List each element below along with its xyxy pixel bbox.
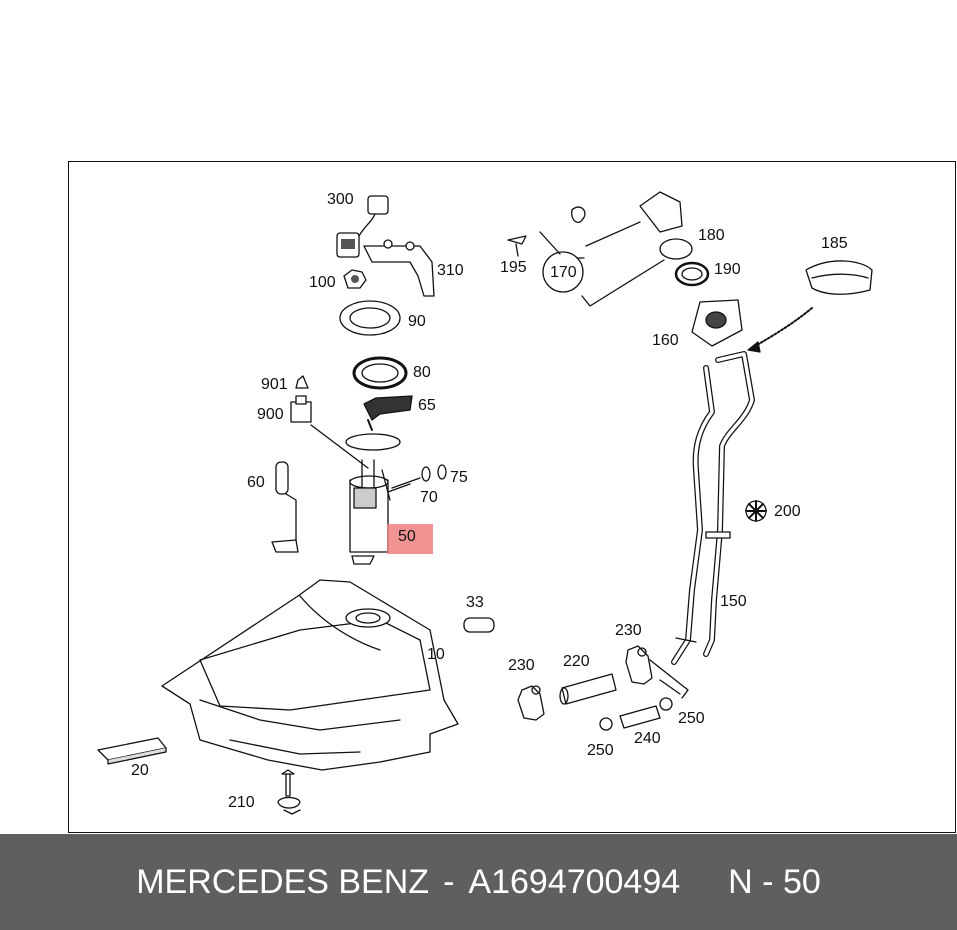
label-200[interactable]: 200 xyxy=(774,503,801,520)
sensor-900-drawing xyxy=(290,375,369,469)
seal-80-drawing xyxy=(352,356,408,390)
label-250-left[interactable]: 250 xyxy=(587,742,614,759)
label-300[interactable]: 300 xyxy=(327,191,354,208)
pipe-150-drawing xyxy=(671,351,755,665)
bolt-210-drawing xyxy=(277,769,301,815)
connector-65-drawing xyxy=(363,395,413,431)
sleeve-33-drawing xyxy=(463,617,495,633)
label-230-right[interactable]: 230 xyxy=(615,622,642,639)
footer-dash: - xyxy=(443,862,455,901)
label-10[interactable]: 10 xyxy=(427,646,445,663)
footer-bar: MERCEDES BENZ - A1694700494 N - 50 xyxy=(0,834,957,930)
label-75[interactable]: 75 xyxy=(450,469,468,486)
label-60[interactable]: 60 xyxy=(247,474,265,491)
hose-240-drawing xyxy=(599,697,673,731)
arrow-drawing xyxy=(747,307,813,353)
footer-part-number: A1694700494 xyxy=(468,862,681,901)
pump-50-drawing xyxy=(345,433,421,565)
label-65[interactable]: 65 xyxy=(418,397,436,414)
label-230-left[interactable]: 230 xyxy=(508,657,535,674)
label-170[interactable]: 170 xyxy=(550,264,577,281)
label-240[interactable]: 240 xyxy=(634,730,661,747)
footer-brand: MERCEDES BENZ xyxy=(136,862,430,901)
housing-160-drawing xyxy=(691,299,743,347)
clamp-230-left-drawing xyxy=(517,685,545,721)
highlight-box xyxy=(387,524,433,554)
pad-20-drawing xyxy=(97,737,167,765)
cap-200-drawing xyxy=(745,500,767,522)
nut-100-drawing xyxy=(343,269,367,289)
label-20[interactable]: 20 xyxy=(131,762,149,779)
label-90[interactable]: 90 xyxy=(408,313,426,330)
tank-10-drawing xyxy=(161,579,459,771)
label-220[interactable]: 220 xyxy=(563,653,590,670)
footer-ref: N - 50 xyxy=(728,862,821,901)
label-80[interactable]: 80 xyxy=(413,364,431,381)
clamp-230-right-drawing xyxy=(625,645,653,685)
rings-180-190-drawing xyxy=(659,238,710,287)
bracket-310-drawing xyxy=(363,239,435,297)
cap-170-drawing xyxy=(539,191,683,307)
label-leaders xyxy=(387,483,411,493)
label-210[interactable]: 210 xyxy=(228,794,255,811)
label-185[interactable]: 185 xyxy=(821,235,848,252)
label-50[interactable]: 50 xyxy=(398,528,416,545)
hose-220-drawing xyxy=(559,673,617,705)
leader-lines xyxy=(649,637,697,699)
label-150[interactable]: 150 xyxy=(720,593,747,610)
label-70[interactable]: 70 xyxy=(420,489,438,506)
label-250-right[interactable]: 250 xyxy=(678,710,705,727)
label-160[interactable]: 160 xyxy=(652,332,679,349)
clip-195-drawing xyxy=(507,235,527,257)
label-900[interactable]: 900 xyxy=(257,406,284,423)
label-100[interactable]: 100 xyxy=(309,274,336,291)
label-33[interactable]: 33 xyxy=(466,594,484,611)
shell-185-drawing xyxy=(805,260,873,295)
label-310[interactable]: 310 xyxy=(437,262,464,279)
label-190[interactable]: 190 xyxy=(714,261,741,278)
washers-drawing xyxy=(421,464,447,482)
harness-300-drawing xyxy=(336,195,389,258)
label-195[interactable]: 195 xyxy=(500,259,527,276)
label-901[interactable]: 901 xyxy=(261,376,288,393)
ring-90-drawing xyxy=(339,300,401,336)
sensor-60-drawing xyxy=(271,461,299,553)
label-180[interactable]: 180 xyxy=(698,227,725,244)
